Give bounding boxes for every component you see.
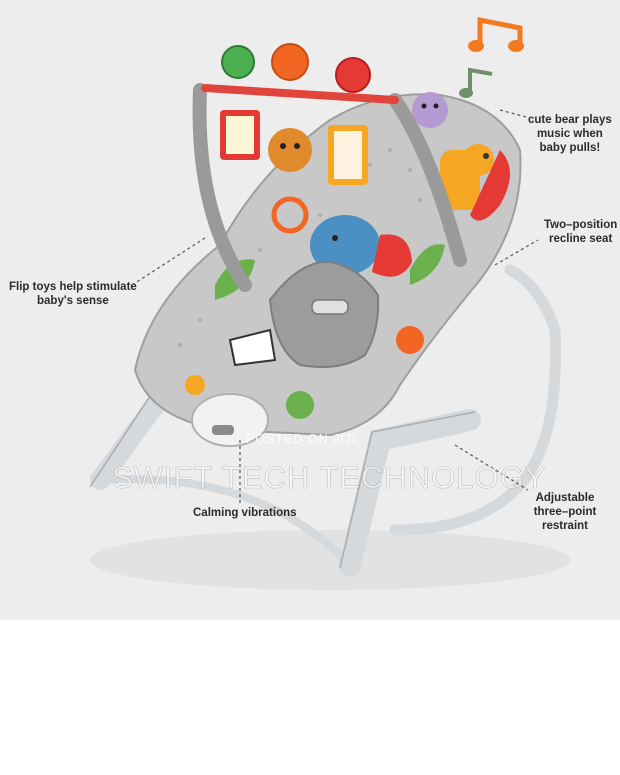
toy-bar — [201, 84, 399, 104]
callout-flip-toys: Flip toys help stimulate baby's sense — [9, 281, 137, 307]
toy-bar-arch — [192, 83, 467, 292]
three-point-harness — [268, 260, 380, 368]
giraffe-print — [440, 144, 510, 221]
watermark-large: SWIFT TECH TECHNOLOGY — [112, 460, 547, 496]
blank-area — [0, 620, 620, 775]
baby-rocker-illustration — [89, 16, 570, 590]
flip-toy-green — [220, 45, 260, 160]
seat-decor — [185, 244, 445, 419]
product-photo: POSTED ON JIJI SWIFT TECH TECHNOLOGY cut… — [0, 0, 620, 620]
flip-toy-orange — [268, 43, 312, 234]
callout-recline: Two–position recline seat — [544, 219, 618, 245]
callout-leaders — [131, 109, 539, 505]
vibration-unit — [191, 393, 269, 447]
floor-shadow — [90, 530, 570, 590]
flip-toy-red — [328, 57, 371, 185]
watermark-small: POSTED ON JIJI — [246, 432, 357, 446]
callout-restraint: Adjustable three–point restraint — [533, 492, 597, 532]
music-note-icon — [459, 16, 524, 98]
callout-vibrations: Calming vibrations — [193, 507, 297, 519]
bear-toy — [412, 92, 448, 128]
callout-music: cute bear plays music when baby pulls! — [528, 114, 612, 154]
